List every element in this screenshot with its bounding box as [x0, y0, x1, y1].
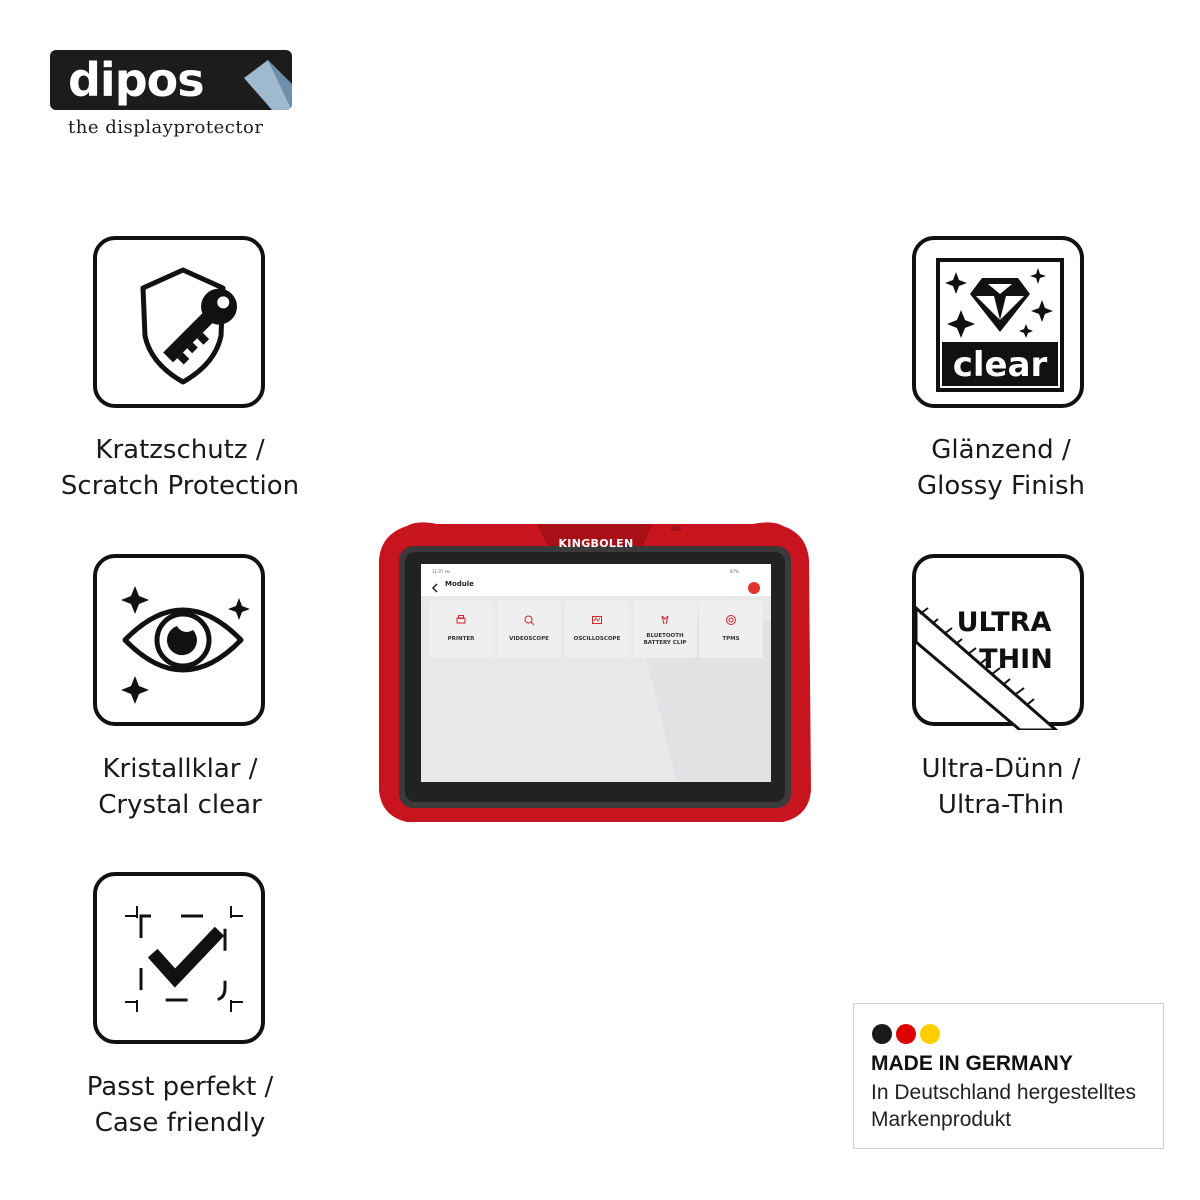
caption-line-1: Glänzend /	[931, 435, 1071, 465]
status-battery: 87%	[730, 569, 739, 574]
case-friendly-caption: Passt perfekt / Case friendly	[0, 1069, 360, 1141]
module-printer[interactable]: PRINTER	[429, 600, 493, 658]
status-time: 11:07 ᴘᴍ	[432, 569, 450, 574]
crystal-clear-caption: Kristallklar / Crystal clear	[0, 751, 360, 823]
printer-icon	[456, 615, 466, 624]
caption-line-2: Glossy Finish	[916, 471, 1086, 501]
diagnostic-tablet	[379, 522, 811, 822]
eye-sparkle-icon	[121, 586, 250, 704]
module-label: OSCILLOSCOPE	[573, 636, 621, 642]
crystal-clear-tile	[93, 554, 265, 726]
glossy-finish-tile: clear	[912, 236, 1084, 408]
caption-line-1: Kristallklar /	[102, 754, 258, 784]
caption-line-2: Case friendly	[94, 1108, 266, 1138]
scratch-protection-caption: Kratzschutz / Scratch Protection	[0, 432, 360, 504]
caption-line-1: Passt perfekt /	[86, 1072, 274, 1102]
scratch-protection-tile	[93, 236, 265, 408]
diamond-clear-icon: clear	[936, 258, 1064, 392]
module-label-line-2: BATTERY CLIP	[643, 640, 687, 646]
ultra-thin-tile: ULTRA THIN	[912, 554, 1084, 730]
thin-label: THIN	[979, 644, 1053, 675]
caption-line-1: Ultra-Dünn /	[921, 754, 1081, 784]
camera-button	[748, 582, 760, 594]
case-friendly-tile	[93, 872, 265, 1044]
caption-line-2: Scratch Protection	[60, 471, 300, 501]
logo-badge: dipos	[50, 50, 292, 110]
battery-clip-icon	[661, 615, 669, 625]
module-oscilloscope[interactable]: OSCILLOSCOPE	[565, 600, 629, 658]
ultra-thin-caption: Ultra-Dünn / Ultra-Thin	[821, 751, 1181, 823]
checkmark-frame-icon	[125, 906, 243, 1012]
made-in-germany-line-1: In Deutschland hergestelltes	[871, 1081, 1136, 1104]
module-label: PRINTER	[447, 636, 475, 642]
logo-corner-icon	[244, 60, 292, 110]
module-label-line-1: BLUETOOTH	[646, 633, 684, 639]
module-videoscope[interactable]: VIDEOSCOPE	[497, 600, 561, 658]
made-in-germany-line-2: Markenprodukt	[871, 1108, 1012, 1131]
oscilloscope-icon	[592, 616, 602, 624]
ultra-label: ULTRA	[957, 607, 1052, 638]
flag-dot-black	[872, 1024, 892, 1044]
shield-key-icon	[140, 267, 238, 385]
module-label: VIDEOSCOPE	[509, 636, 549, 642]
flag-dot-red	[896, 1024, 916, 1044]
tpms-icon	[726, 615, 736, 625]
logo-tagline: the displayprotector	[68, 117, 264, 138]
module-label: TPMS	[722, 636, 740, 642]
module-bluetooth-battery-clip[interactable]: BLUETOOTH BATTERY CLIP	[633, 600, 697, 658]
flag-dot-gold	[920, 1024, 940, 1044]
glossy-finish-caption: Glänzend / Glossy Finish	[821, 432, 1181, 504]
back-chevron-icon	[431, 583, 438, 593]
made-in-germany-title: MADE IN GERMANY	[871, 1052, 1073, 1075]
module-label: BLUETOOTH BATTERY CLIP	[633, 633, 697, 647]
videoscope-icon	[524, 615, 535, 626]
caption-line-2: Crystal clear	[98, 790, 262, 820]
screen-title: Module	[445, 580, 474, 588]
device-brand: KINGBOLEN	[558, 537, 634, 550]
caption-line-2: Ultra-Thin	[937, 790, 1065, 820]
caption-line-1: Kratzschutz /	[95, 435, 265, 465]
module-tpms[interactable]: TPMS	[699, 600, 763, 658]
made-in-germany-badge: MADE IN GERMANY In Deutschland hergestel…	[853, 1003, 1164, 1149]
logo-wordmark: dipos	[68, 53, 205, 107]
clear-label: clear	[953, 345, 1048, 385]
ruler-ultra-thin-icon: ULTRA THIN	[916, 606, 1059, 730]
